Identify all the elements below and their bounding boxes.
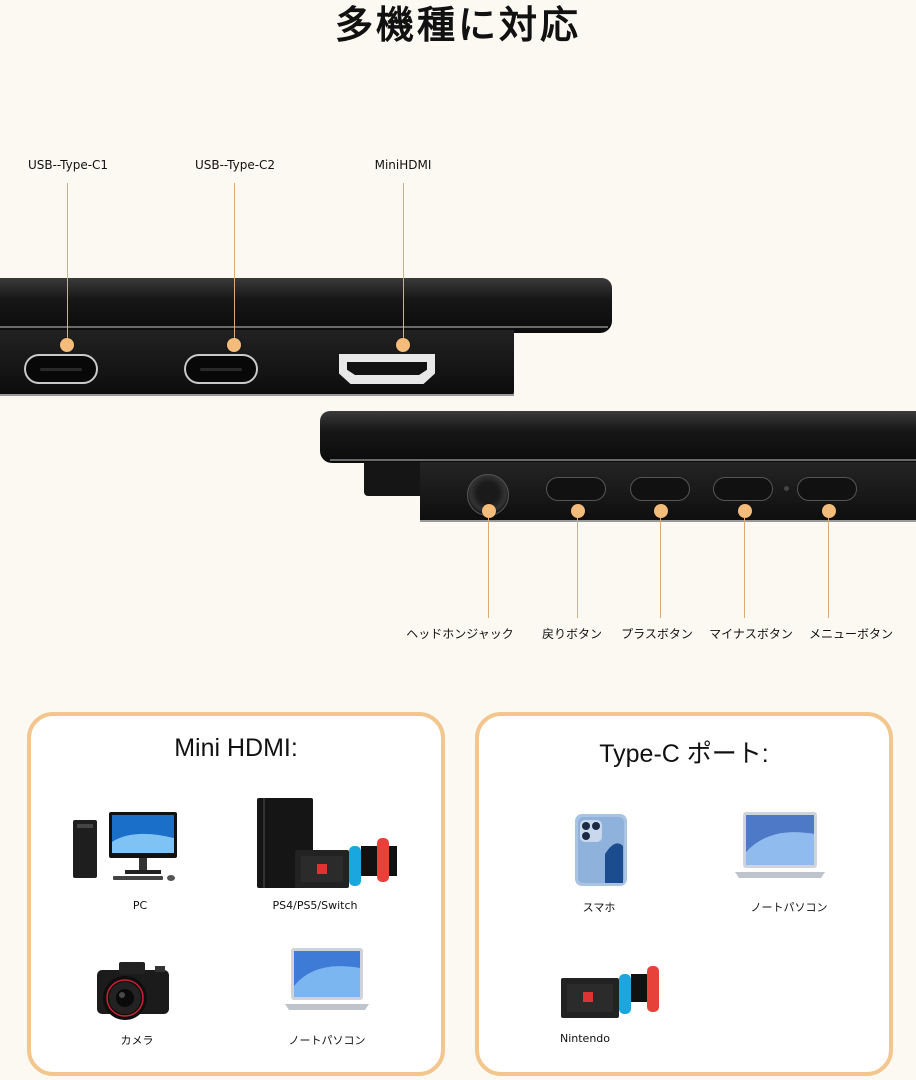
back-button xyxy=(546,477,606,501)
headphone-label: ヘッドホンジャック xyxy=(406,627,514,641)
menu-button xyxy=(797,477,857,501)
device-label: スマホ xyxy=(582,901,616,914)
usb-c1-port xyxy=(24,354,98,384)
usb-c2-marker xyxy=(227,338,241,352)
monitor-bottom-edge xyxy=(0,394,514,396)
usb-c1-leader-line xyxy=(67,183,68,345)
type-c-card: Type-C ポート: スマホ ノートパソコン xyxy=(475,712,893,1076)
laptop-icon xyxy=(285,948,369,1018)
minus-label: マイナスボタン xyxy=(709,627,793,641)
back-label: 戻りボタン xyxy=(541,627,603,641)
usb-c2-label: USB--Type-C2 xyxy=(194,158,276,172)
monitor-stand-foot xyxy=(364,462,420,496)
plus-leader-line xyxy=(660,518,661,618)
desktop-pc-icon xyxy=(73,812,183,888)
menu-leader-line xyxy=(828,518,829,618)
menu-marker xyxy=(822,504,836,518)
device-label: ノートパソコン xyxy=(288,1034,366,1047)
nintendo-switch-icon xyxy=(561,966,661,1024)
mini-hdmi-card: Mini HDMI: PC PS4/PS5/Switch xyxy=(27,712,445,1076)
smartphone-icon xyxy=(575,814,627,890)
power-led xyxy=(784,486,789,491)
device-label: ノートパソコン xyxy=(750,901,828,914)
type-c-card-title: Type-C ポート: xyxy=(599,740,769,768)
plus-marker xyxy=(654,504,668,518)
usb-c1-label: USB--Type-C1 xyxy=(27,158,109,172)
device-label: PC xyxy=(132,899,148,912)
minihdmi-leader-line xyxy=(403,183,404,345)
monitor-edge xyxy=(0,326,608,328)
camera-icon xyxy=(93,958,173,1026)
minus-button xyxy=(713,477,773,501)
minihdmi-marker xyxy=(396,338,410,352)
game-console-icon xyxy=(257,798,401,896)
minus-leader-line xyxy=(744,518,745,618)
laptop-icon xyxy=(735,812,825,888)
page-title: 多機種に対応 xyxy=(334,3,581,47)
back-marker xyxy=(571,504,585,518)
menu-label: メニューボタン xyxy=(808,627,894,641)
headphone-leader-line xyxy=(488,518,489,618)
usb-c2-leader-line xyxy=(234,183,235,345)
mini-hdmi-card-title: Mini HDMI: xyxy=(174,734,298,762)
minihdmi-label: MiniHDMI xyxy=(374,158,432,172)
monitor-button-edge xyxy=(330,459,916,461)
device-label: Nintendo xyxy=(559,1032,611,1045)
usb-c2-port xyxy=(184,354,258,384)
device-label: カメラ xyxy=(120,1034,154,1047)
minus-marker xyxy=(738,504,752,518)
plus-label: プラスボタン xyxy=(621,627,693,641)
monitor-button-bezel xyxy=(320,411,916,463)
headphone-marker xyxy=(482,504,496,518)
back-leader-line xyxy=(577,518,578,618)
monitor-button-bottom-edge xyxy=(420,520,916,522)
monitor-top-bezel xyxy=(0,278,612,333)
mini-hdmi-port xyxy=(339,354,435,384)
usb-c1-marker xyxy=(60,338,74,352)
device-label: PS4/PS5/Switch xyxy=(272,899,358,912)
plus-button xyxy=(630,477,690,501)
